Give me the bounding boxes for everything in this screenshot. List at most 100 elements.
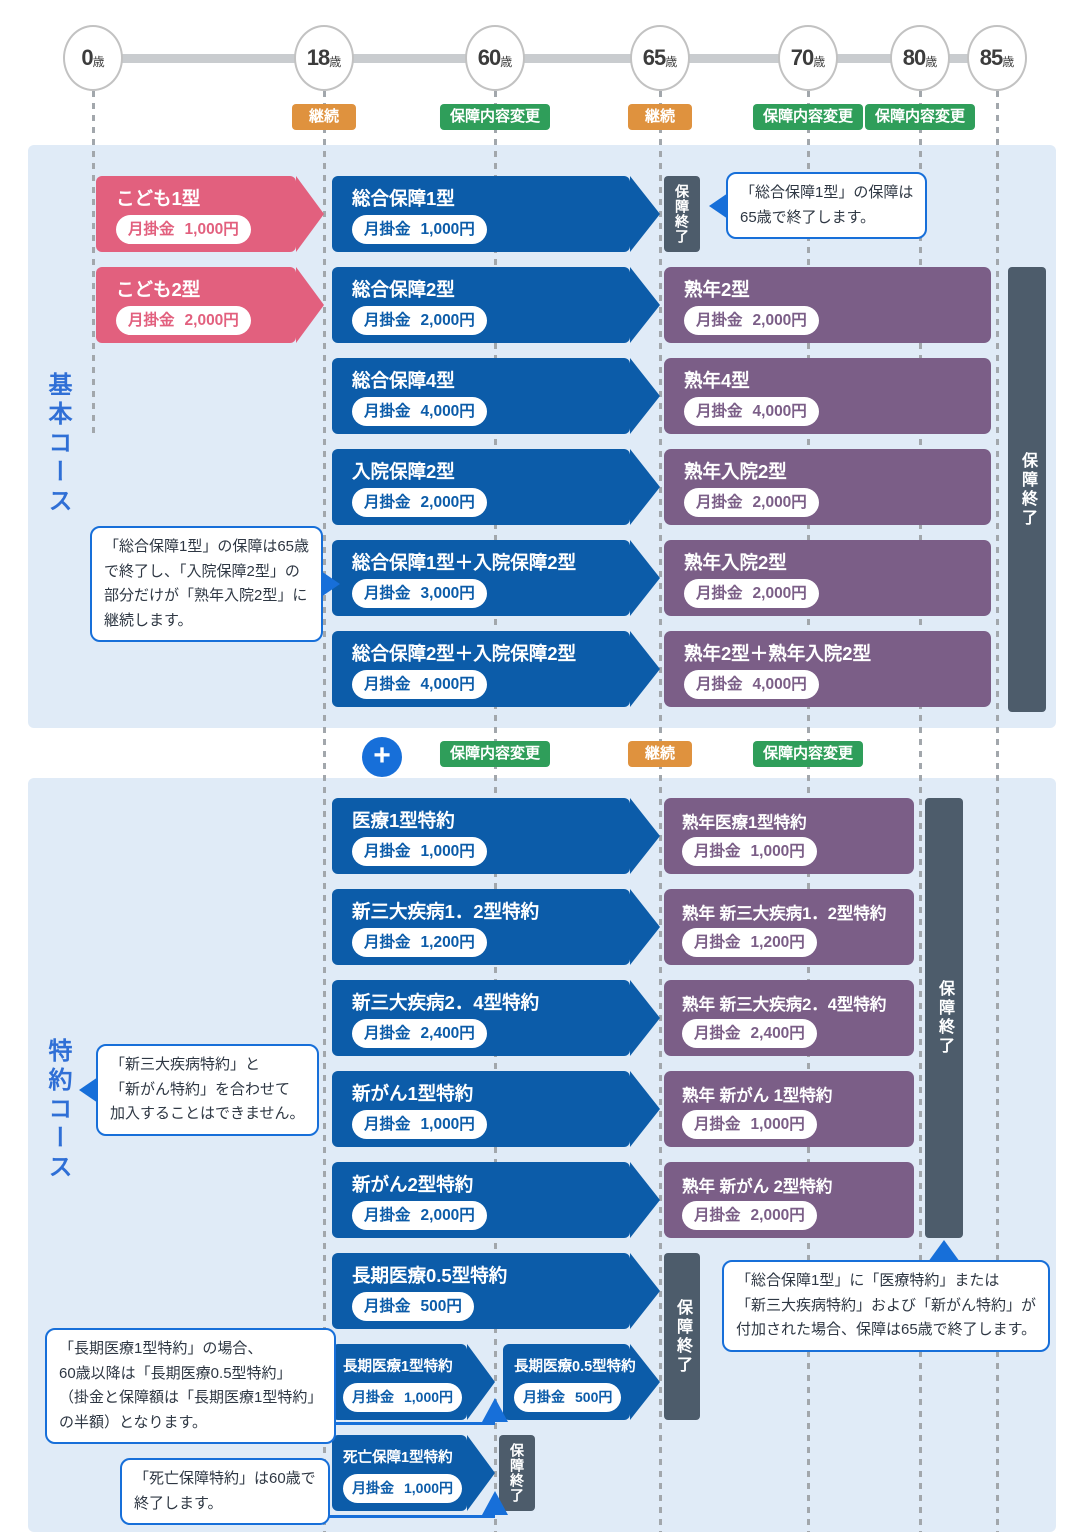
section-label-basic: 基本コース: [44, 372, 71, 517]
fee-amount: 1,000円: [420, 843, 475, 860]
arrow-tip: [630, 540, 660, 616]
plan-title: 熟年入院2型: [684, 461, 787, 482]
callout-line: 「新三大疾病特約」および「新がん特約」が: [736, 1296, 1037, 1314]
fee-amount: 2,000円: [752, 312, 807, 329]
fee-label: 月掛金: [694, 1116, 741, 1133]
connector-up-arrow: [482, 1398, 508, 1422]
arrow-tip: [630, 1162, 660, 1238]
age-guide-line-80: [919, 91, 922, 1532]
arrow-tip: [296, 267, 324, 343]
callout-line: 加入することはできません。: [110, 1105, 305, 1122]
fee-label: 月掛金: [128, 312, 175, 329]
fee-amount: 2,000円: [750, 1207, 805, 1224]
fee-amount: 4,000円: [420, 676, 475, 693]
callout-tail: [928, 1240, 960, 1262]
arrow-tip: [630, 267, 660, 343]
callout-tail: [709, 192, 728, 219]
arrow-tip: [630, 449, 660, 525]
arrow-tip: [630, 1253, 660, 1329]
coverage-end-label: 保障終了: [674, 184, 690, 244]
connector-line: [295, 1422, 495, 1425]
callout-line: 60歳以降は「長期医療0.5型特約」: [59, 1364, 292, 1382]
plan-title: 長期医療0.5型特約: [514, 1359, 636, 1375]
arrow-tip: [630, 631, 660, 707]
fee-amount: 1,000円: [750, 843, 805, 860]
fee-amount: 1,000円: [420, 221, 475, 238]
age-unit: 歳: [925, 54, 938, 69]
callout-line: 65歳で終了します。: [740, 208, 876, 226]
fee-label: 月掛金: [364, 494, 411, 511]
callout-tail: [79, 1076, 98, 1103]
callout-line: 「総合保障1型」の保障は65歳: [104, 538, 310, 555]
age-number: 18: [306, 45, 331, 70]
age-unit: 歳: [1002, 54, 1015, 69]
fee-label: 月掛金: [694, 843, 741, 860]
plan-title: 熟年 新三大疾病1．2型特約: [682, 905, 887, 923]
arrow-tip: [630, 798, 660, 874]
plan-title: 新がん1型特約: [352, 1083, 474, 1104]
callout-line: 「総合保障1型」に「医療特約」または: [736, 1272, 1000, 1289]
plan-title: 長期医療0.5型特約: [352, 1265, 508, 1286]
fee-label: 月掛金: [364, 1116, 411, 1133]
fee-amount: 500円: [420, 1298, 462, 1315]
plan-title: 総合保障4型: [352, 370, 455, 391]
plan-title: 熟年 新三大疾病2．4型特約: [682, 996, 887, 1014]
plan-title: 総合保障2型＋入院保障2型: [352, 643, 577, 664]
fee-label: 月掛金: [364, 1025, 411, 1042]
callout-note-c4: 「長期医療1型特約」の場合、60歳以降は「長期医療0.5型特約」（掛金と保障額は…: [45, 1328, 337, 1444]
plan-title: こども1型: [116, 188, 201, 209]
fee-amount: 2,400円: [420, 1025, 475, 1042]
callout-note-c6: 「総合保障1型」に「医療特約」または「新三大疾病特約」および「新がん特約」が付加…: [722, 1240, 1051, 1352]
fee-amount: 2,000円: [420, 494, 475, 511]
fee-label: 月掛金: [364, 585, 411, 602]
fee-label: 月掛金: [694, 1207, 741, 1224]
fee-amount: 1,000円: [404, 1480, 454, 1496]
age-number: 65: [642, 45, 667, 70]
plan-title: 医療1型特約: [352, 810, 455, 831]
fee-amount: 1,000円: [750, 1116, 805, 1133]
plan-title: 熟年2型: [684, 279, 750, 300]
age-unit: 歳: [500, 54, 513, 69]
arrow-tip: [630, 1344, 660, 1420]
callout-line: 「長期医療1型特約」の場合、: [59, 1340, 263, 1357]
fee-label: 月掛金: [696, 585, 743, 602]
badge-continue: 継続: [291, 104, 357, 130]
fee-pill: 月掛金 1,000円: [343, 1474, 463, 1503]
callout-tail: [321, 571, 341, 597]
plan-title: 新がん2型特約: [352, 1174, 474, 1195]
age-unit: 歳: [329, 54, 342, 69]
coverage-end-bar-rider_late: 保障終了: [925, 798, 963, 1238]
fee-label: 月掛金: [352, 1480, 394, 1496]
plan-title: 長期医療1型特約: [343, 1359, 453, 1375]
connector-line: [295, 1515, 495, 1518]
